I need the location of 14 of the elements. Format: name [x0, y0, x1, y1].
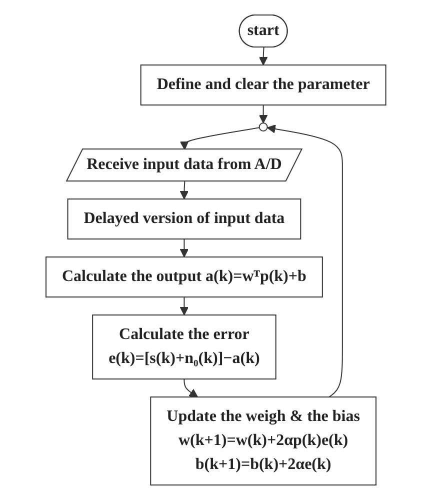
arrow — [179, 296, 188, 315]
arrow — [179, 126, 260, 150]
node-circle — [258, 122, 268, 131]
node-box: Calculate the output a(k)=wᵀp(k)+b — [45, 256, 322, 297]
arrow — [179, 180, 188, 199]
arrow — [183, 378, 198, 397]
arrow — [266, 124, 342, 397]
node-box: Delayed version of input data — [66, 198, 301, 239]
node-box: Calculate the error e(k)=[s(k)+n₀(k)]−a(k) — [92, 314, 276, 379]
arrow — [258, 46, 268, 65]
node-box: Define and clear the parameter — [140, 64, 386, 105]
node-box: Update the weigh & the bias w(k+1)=w(k)+2αp(k)e(k) b(k+1)=b(k)+2αe(k) — [150, 396, 376, 485]
arrow — [258, 104, 268, 123]
arrow — [179, 238, 188, 257]
